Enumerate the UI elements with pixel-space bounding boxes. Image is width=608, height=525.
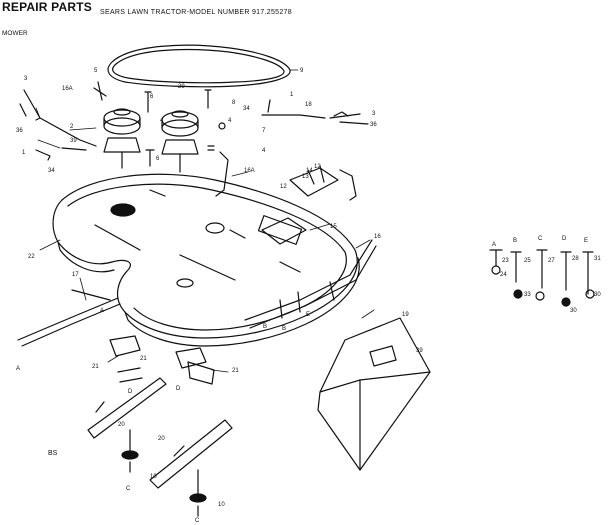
hardware-number: 30 (570, 308, 577, 314)
callout: 36 (370, 122, 377, 128)
callout: 3 (372, 111, 376, 117)
letter-tags: A A B B C C D D E (16, 308, 310, 524)
callout: 21 (92, 364, 99, 370)
callout: 29 (178, 84, 185, 90)
left-spindle-pulley (103, 108, 141, 169)
discharge-chute (317, 317, 431, 471)
deck-plate (261, 217, 307, 245)
pulley-hardware (93, 81, 326, 197)
hardware-bolts (489, 249, 595, 307)
callout: 10 (218, 502, 225, 508)
hardware-letter: B (513, 238, 517, 244)
letter-tag: E (306, 312, 310, 318)
hardware-number: 23 (502, 258, 509, 264)
callout: 16A (62, 86, 73, 92)
callout: 18 (305, 102, 312, 108)
callout: 6 (150, 94, 154, 100)
callout: 6 (156, 156, 160, 162)
letter-tag: A (16, 366, 20, 372)
callout: 9 (300, 68, 304, 74)
letter-tag: D (128, 389, 133, 395)
callout: 3 (24, 76, 28, 82)
callout: 7 (262, 128, 266, 134)
hardware-number: 28 (572, 256, 579, 262)
right-spindle-pulley (161, 110, 199, 173)
letter-tag: B (282, 326, 286, 332)
section-label: MOWER (2, 30, 28, 37)
callout: 10 (150, 474, 157, 480)
callout: 16A (244, 168, 255, 174)
hardware-number: 24 (500, 272, 507, 278)
callout: 20 (118, 422, 125, 428)
rear-hanger-rod (17, 289, 121, 347)
callout: 21 (140, 356, 147, 362)
callout: 39 (416, 348, 423, 354)
callout-numbers: 9 3 16A 5 6 29 8 1 18 34 3 36 36 2 39 1 … (16, 68, 423, 508)
blade-adapters (109, 335, 215, 385)
letter-tag: C (195, 518, 200, 524)
callout: 4 (262, 148, 266, 154)
adjuster-bracket (289, 165, 357, 201)
page-title: REPAIR PARTS (2, 0, 92, 14)
callout: 13 (302, 174, 309, 180)
callout: 16 (374, 234, 381, 240)
callout: 34 (48, 168, 55, 174)
hardware-number: 31 (594, 256, 601, 262)
hardware-number: 30 (594, 292, 601, 298)
footer-code: BS (48, 450, 58, 457)
hardware-letter: C (538, 236, 543, 242)
callout: 20 (158, 436, 165, 442)
drive-belt (107, 44, 291, 88)
hardware-number: 25 (524, 258, 531, 264)
hardware-letter: A (492, 242, 496, 248)
callout: 22 (28, 254, 35, 260)
callout: 12 (314, 164, 321, 170)
callout: 1 (22, 150, 26, 156)
callout: 4 (160, 118, 164, 124)
callout: 12 (280, 184, 287, 190)
hardware-number: 33 (524, 292, 531, 298)
callout: 14 (306, 168, 313, 174)
callout: 5 (94, 68, 98, 74)
callout: 4 (228, 118, 232, 124)
callout: 2 (70, 124, 74, 130)
callout: 36 (16, 128, 23, 134)
callout: 39 (70, 138, 77, 144)
callout: 1 (290, 92, 294, 98)
model-subtitle: SEARS LAWN TRACTOR-MODEL NUMBER 917.2552… (100, 9, 292, 16)
leader-lines (35, 69, 375, 373)
callout: 8 (232, 100, 236, 106)
hardware-letter: D (562, 236, 567, 242)
letter-tag: C (126, 486, 131, 492)
callout: 17 (72, 272, 79, 278)
hardware-number: 27 (548, 258, 555, 264)
hardware-labels: A B C D E 23 25 27 28 31 24 33 30 30 (492, 236, 601, 314)
letter-tag: B (263, 324, 267, 330)
left-linkage (19, 89, 97, 161)
letter-tag: D (176, 386, 181, 392)
letter-tag: A (100, 308, 104, 314)
callout: 34 (243, 106, 250, 112)
blade-bolts (121, 429, 207, 517)
right-linkage (329, 111, 369, 125)
callout: 21 (232, 368, 239, 374)
front-hanger-rod (244, 239, 377, 329)
mower-deck (52, 173, 360, 347)
mower-blades (87, 377, 233, 489)
hardware-letter: E (584, 238, 588, 244)
callout: 19 (402, 312, 409, 318)
callout: 15 (330, 224, 337, 230)
